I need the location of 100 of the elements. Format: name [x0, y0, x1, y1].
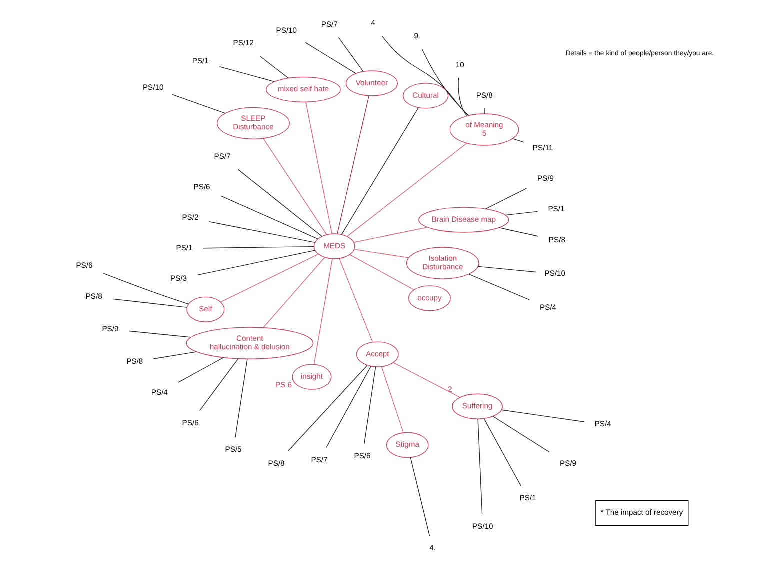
node-label: PS 6	[275, 380, 292, 390]
node-ellipse: SLEEP Disturbance	[216, 107, 290, 140]
connector	[380, 366, 404, 434]
node-ellipse: Stigma	[386, 432, 428, 458]
node-text: PS/1	[176, 244, 192, 253]
connector	[392, 362, 460, 398]
connector	[198, 358, 238, 412]
node-text: 9	[414, 32, 418, 41]
node-text: PS/10	[544, 269, 565, 278]
connector	[220, 196, 318, 240]
connector	[338, 258, 373, 343]
node-ellipse: Isolation Disturbance	[406, 247, 479, 280]
node-text: PS/6	[76, 260, 92, 270]
node-ellipse: MEDS	[313, 234, 355, 260]
connector	[112, 298, 187, 308]
node-text: PS/4	[540, 302, 556, 312]
node-ellipse: Cultural	[402, 83, 448, 109]
connector	[152, 352, 197, 360]
node-text: PS/1	[519, 494, 536, 503]
connector	[498, 228, 538, 237]
connector	[313, 258, 332, 365]
connector	[512, 138, 524, 143]
connector	[336, 96, 369, 234]
connector	[483, 418, 521, 486]
connector	[326, 366, 371, 448]
node-text: PS/8	[548, 236, 565, 245]
node-ellipse: mixed self hate	[266, 76, 340, 103]
node-text: PS/1	[192, 56, 208, 66]
connector	[237, 169, 322, 237]
connector	[218, 66, 274, 82]
node-text: PS/7	[310, 455, 328, 464]
connector	[340, 108, 418, 236]
node-ellipse: occupy	[408, 286, 450, 312]
node-text: PS/10	[276, 26, 297, 35]
node-ellipse: Brain Disease map	[418, 207, 509, 233]
connector	[484, 188, 527, 210]
node-ellipse: of Meaning 5	[449, 114, 519, 146]
node-ellipse: Suffering	[452, 394, 502, 420]
node-text: PS/6	[354, 452, 370, 461]
connector	[178, 357, 224, 383]
node-ellipse: Volunteer	[345, 70, 398, 96]
connector	[346, 143, 467, 237]
node-text: 10	[455, 60, 464, 70]
connector	[220, 254, 318, 303]
node-ellipse: insight	[292, 364, 332, 390]
connector	[349, 254, 414, 290]
node-text: PS/1	[548, 204, 564, 214]
node-text: PS/8	[476, 90, 492, 100]
node-text: PS/6	[193, 182, 210, 192]
connector	[478, 266, 536, 273]
connector	[304, 42, 356, 74]
node-text: PS/2	[182, 213, 198, 222]
connector	[500, 410, 584, 422]
connector	[338, 37, 364, 72]
node-text: PS/8	[126, 356, 143, 366]
node-ellipse: Content hallucination & delusion	[186, 327, 314, 360]
node-text: PS/9	[559, 459, 576, 468]
connector	[477, 418, 482, 515]
node-box: * The impact of recovery	[594, 500, 688, 526]
connector	[202, 246, 314, 249]
node-text: PS/6	[182, 418, 198, 428]
connector	[102, 273, 189, 305]
connector	[262, 138, 327, 236]
connector	[458, 78, 468, 117]
node-text: PS/9	[102, 324, 118, 334]
node-text: PS/10	[472, 522, 493, 531]
node-ellipse: Accept	[356, 342, 398, 368]
node-text: PS/5	[224, 444, 242, 454]
connector	[364, 366, 376, 444]
node-text: PS/8	[85, 292, 102, 301]
connector	[468, 274, 530, 300]
node-text: 4	[370, 18, 375, 28]
node-text: PS/4	[150, 388, 168, 397]
connector	[492, 416, 550, 453]
node-text: PS/4	[594, 420, 611, 429]
node-text: PS/9	[536, 174, 554, 183]
connector	[288, 365, 368, 452]
node-text: PS/11	[532, 143, 553, 152]
node-text: PS/12	[232, 38, 254, 48]
connector	[262, 257, 325, 328]
node-ellipse: Self	[186, 296, 224, 322]
connector	[208, 222, 315, 244]
node-text: PS/10	[142, 82, 164, 92]
node-text: PS/7	[214, 152, 230, 162]
connector	[381, 36, 468, 116]
connector	[410, 457, 430, 536]
connector	[171, 94, 226, 114]
connector	[234, 358, 248, 438]
connector	[128, 330, 192, 338]
connector	[421, 48, 468, 116]
connector	[353, 227, 428, 243]
connector	[259, 56, 288, 78]
connector	[354, 249, 409, 258]
connector	[504, 211, 538, 216]
connector	[305, 102, 332, 234]
node-text: PS/3	[170, 274, 186, 284]
node-text: PS/8	[268, 458, 284, 468]
connector	[196, 250, 316, 276]
node-text: PS/7	[320, 20, 338, 29]
node-text: 4.	[429, 543, 436, 552]
